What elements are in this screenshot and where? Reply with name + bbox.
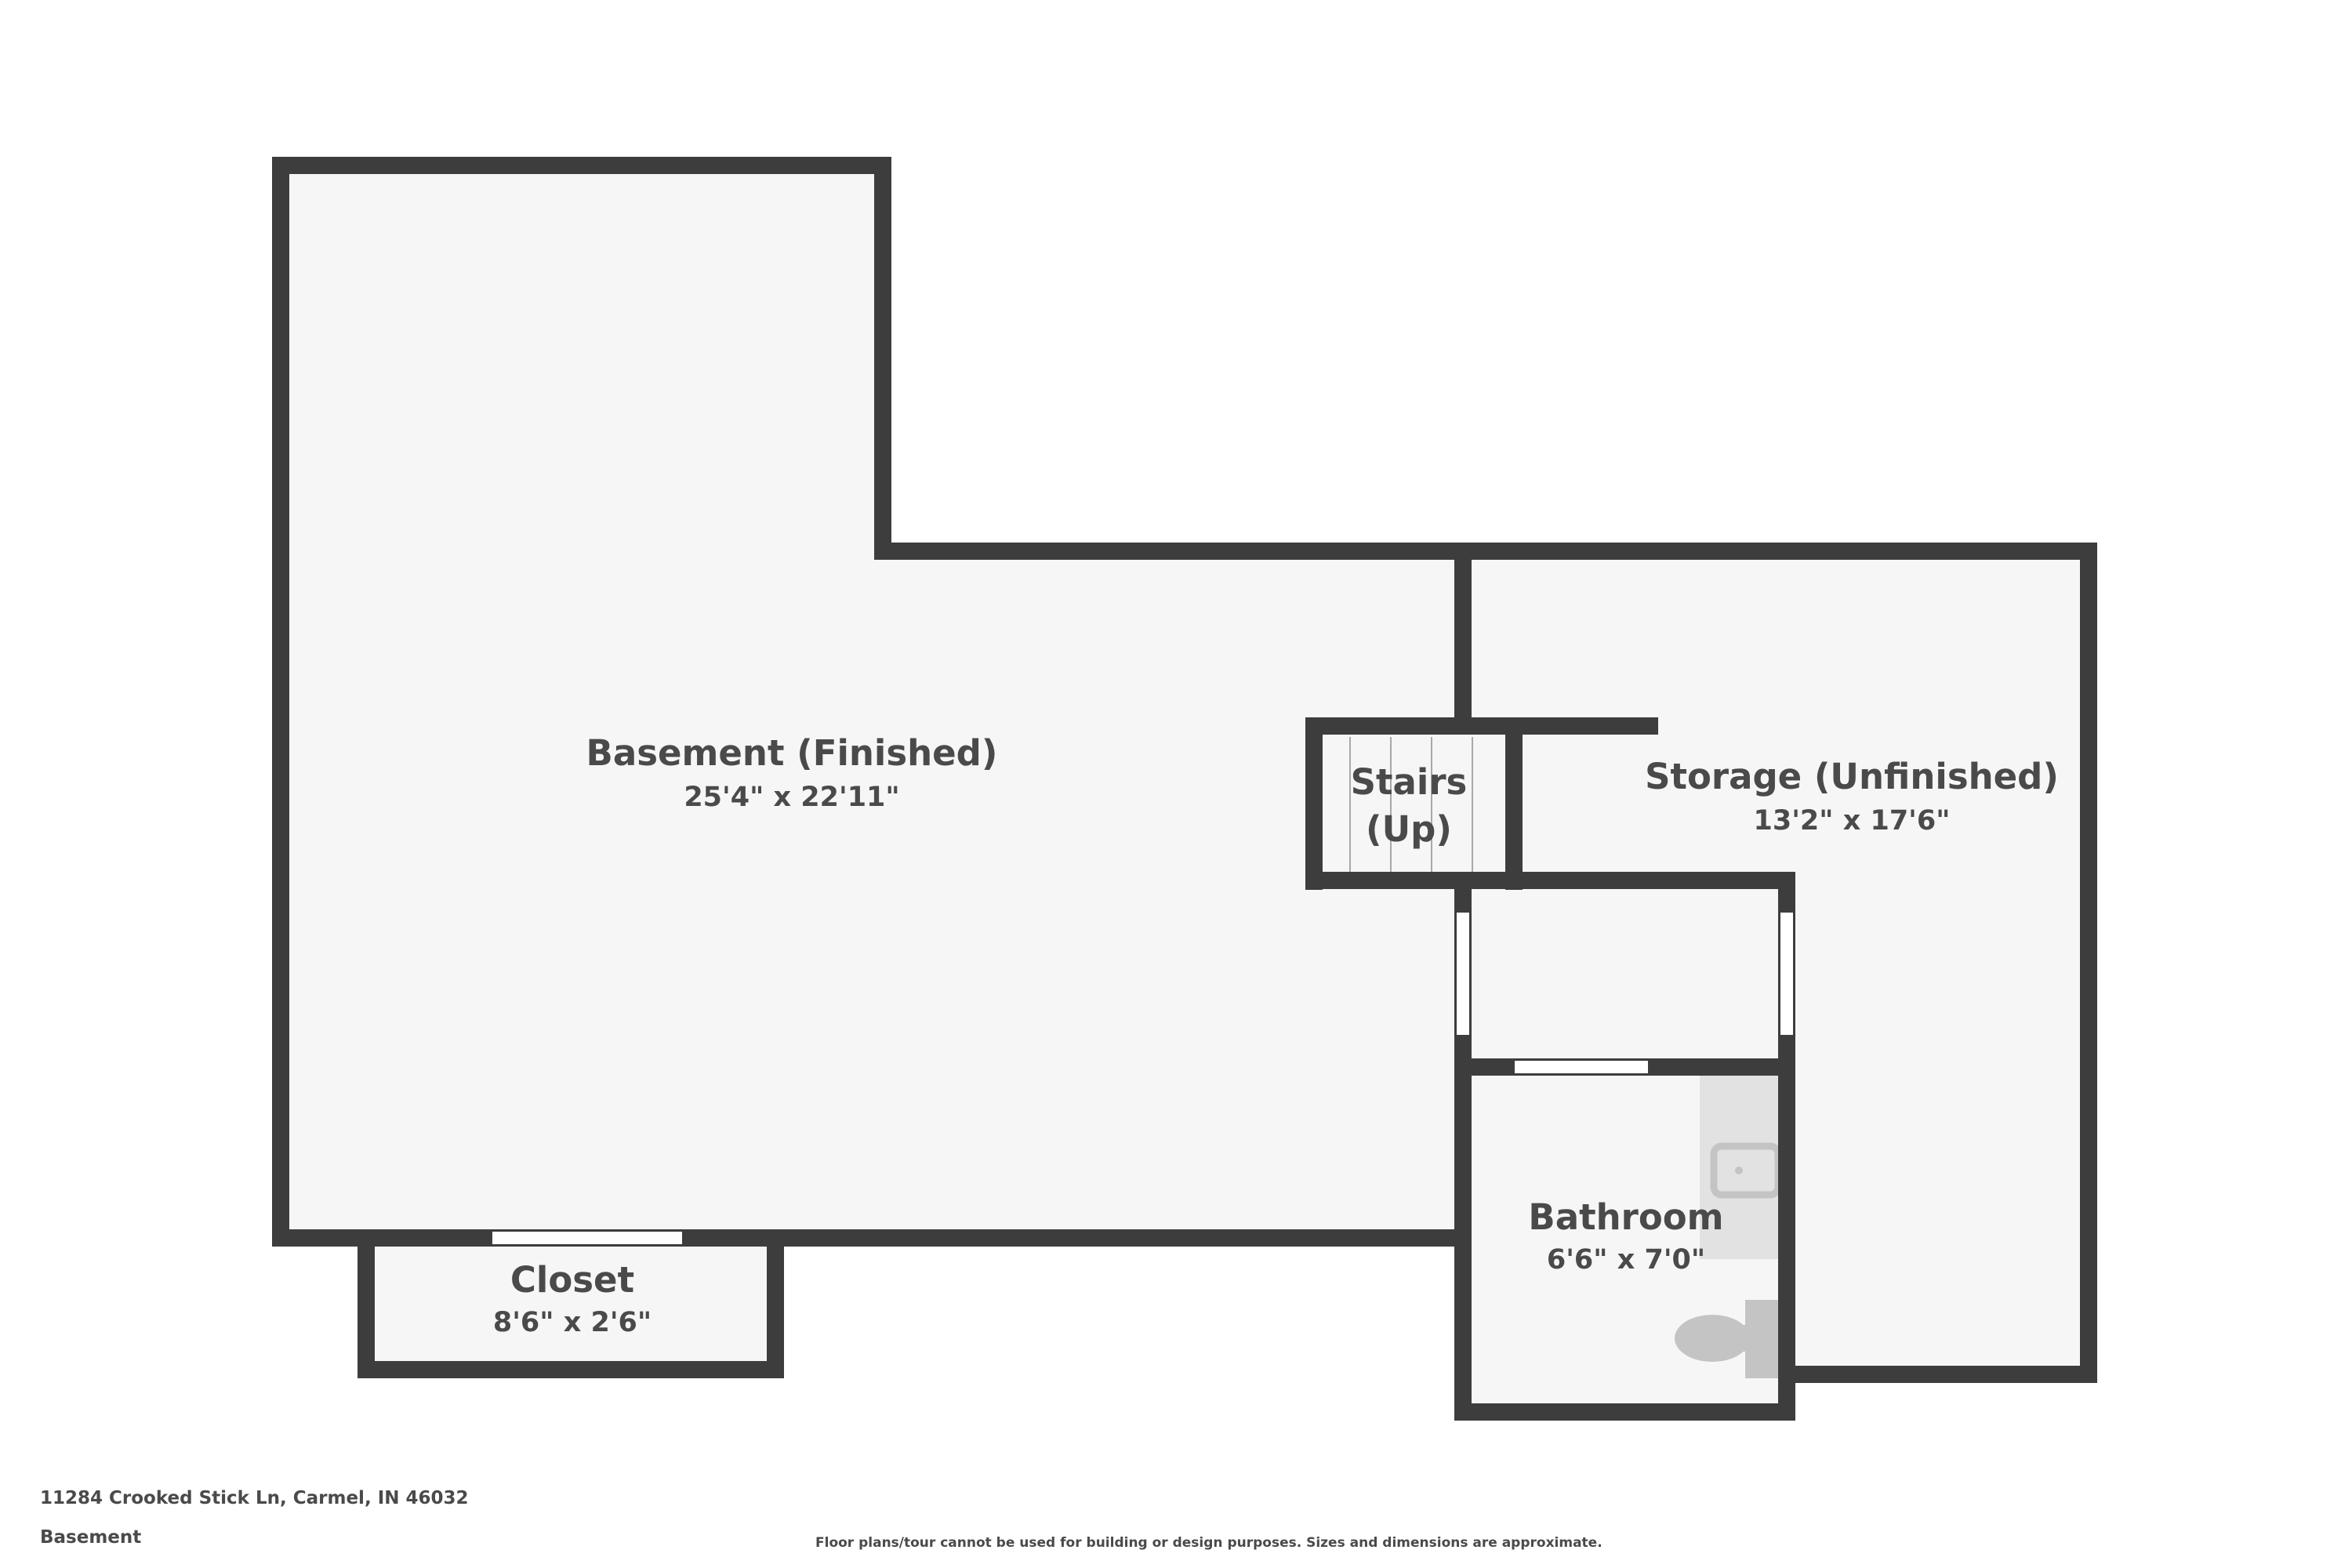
wall bbox=[1780, 1366, 2097, 1383]
wall bbox=[874, 157, 891, 560]
door-openings bbox=[492, 913, 1793, 1244]
closet-name: Closet bbox=[510, 1259, 634, 1301]
wall bbox=[1305, 872, 1795, 889]
closet-dimensions: 8'6" x 2'6" bbox=[493, 1307, 652, 1338]
wall bbox=[1305, 717, 1658, 735]
wall bbox=[1454, 543, 1472, 723]
basement-dimensions: 25'4" x 22'11" bbox=[684, 782, 899, 813]
disclaimer: Floor plans/tour cannot be used for buil… bbox=[815, 1535, 1602, 1551]
bathroom-dimensions: 6'6" x 7'0" bbox=[1547, 1244, 1705, 1276]
wall bbox=[272, 157, 289, 1247]
basement-floor bbox=[274, 157, 882, 1240]
wall bbox=[272, 157, 891, 174]
stairs-name-line1: Stairs bbox=[1351, 761, 1468, 803]
wall bbox=[767, 1229, 784, 1378]
wall bbox=[1305, 717, 1323, 890]
toilet-tank-icon bbox=[1745, 1300, 1778, 1378]
storage-dimensions: 13'2" x 17'6" bbox=[1754, 805, 1951, 837]
wall bbox=[1454, 1403, 1795, 1421]
bathroom-name: Bathroom bbox=[1528, 1196, 1723, 1238]
sink-drain-icon bbox=[1735, 1167, 1743, 1174]
closet-door bbox=[492, 1232, 682, 1244]
room-labels: Basement (Finished) 25'4" x 22'11" Stora… bbox=[493, 732, 2059, 1338]
storage-name: Storage (Unfinished) bbox=[1645, 756, 2059, 797]
wall bbox=[874, 543, 2097, 560]
wall bbox=[1505, 717, 1523, 890]
wall bbox=[358, 1361, 784, 1378]
wall bbox=[272, 1229, 1472, 1247]
closet-floor bbox=[361, 1240, 784, 1375]
hallway-floor bbox=[1462, 873, 1795, 1062]
property-address: 11284 Crooked Stick Ln, Carmel, IN 46032 bbox=[40, 1488, 469, 1508]
stairs-name-line2: (Up) bbox=[1366, 808, 1452, 850]
hallway-door-east bbox=[1780, 913, 1793, 1035]
wall bbox=[358, 1229, 375, 1378]
toilet-bowl-icon bbox=[1675, 1315, 1750, 1362]
wall bbox=[2080, 543, 2097, 1383]
basement-name: Basement (Finished) bbox=[586, 732, 998, 774]
floor-label: Basement bbox=[40, 1527, 142, 1548]
hallway-door-west bbox=[1457, 913, 1469, 1035]
stairs-floor bbox=[1309, 720, 1513, 891]
bathroom-door bbox=[1515, 1061, 1648, 1073]
stair-treads bbox=[1349, 737, 1473, 873]
basement-floor-extension bbox=[882, 544, 1462, 1240]
